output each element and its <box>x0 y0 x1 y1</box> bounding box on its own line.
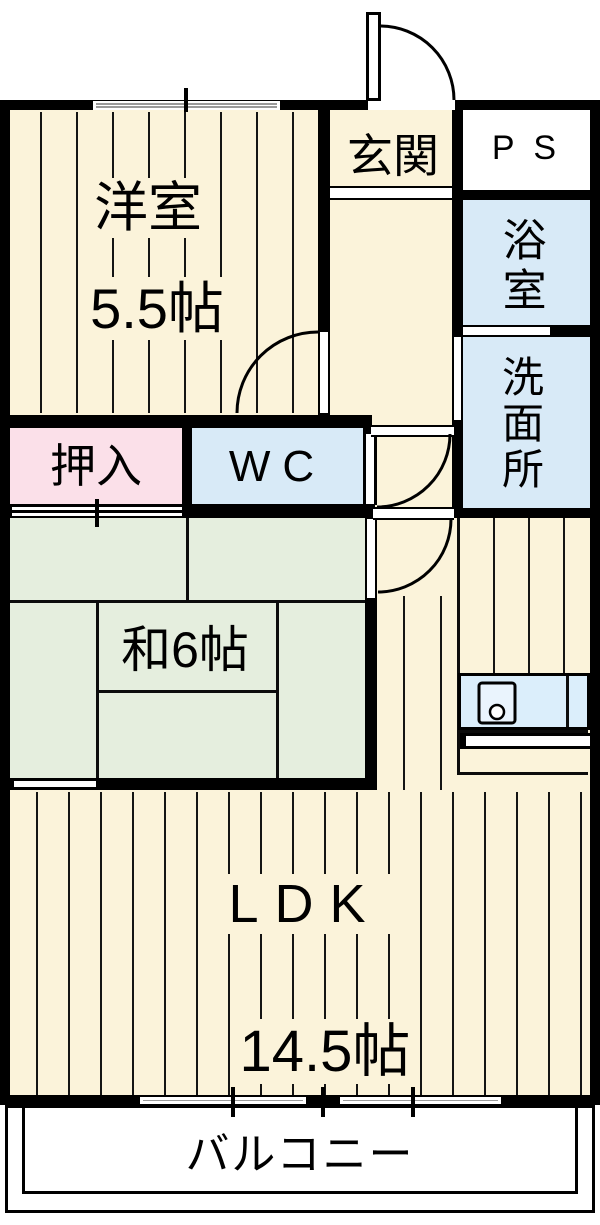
tatami-sliding-door-opening <box>14 781 96 787</box>
wall-left <box>0 100 10 1105</box>
kitchen-boundary-line <box>457 518 460 775</box>
counter-divider-line <box>566 676 569 727</box>
wall-tatami-bottom <box>10 778 377 790</box>
ldk-size: 14.5帖 <box>175 1019 475 1084</box>
bathroom-door-opening <box>463 327 550 335</box>
balcony-area <box>5 1105 595 1213</box>
bathroom-label: 浴室 <box>495 217 545 317</box>
tatami-mat-line <box>96 600 99 778</box>
balcony-inner-rail <box>22 1105 578 1194</box>
bottom-window-tick <box>321 1087 325 1117</box>
balcony-label: バルコニー <box>185 1130 415 1179</box>
washroom-door-opening <box>452 337 463 420</box>
western-room-label-text: 洋室 <box>86 178 210 238</box>
sink-drain <box>488 703 506 721</box>
hall-door-channel <box>371 425 454 437</box>
washroom-area <box>463 337 590 508</box>
wall-top-right <box>455 100 600 110</box>
tatami-mat-line <box>276 600 279 778</box>
closet-door-tick <box>95 499 99 527</box>
entrance-door-arc <box>379 24 456 101</box>
washroom-label: 洗面所 <box>496 355 544 493</box>
pipe-space-area <box>463 110 590 190</box>
kitchen-boundary-line <box>457 772 588 775</box>
western-door-opening <box>318 332 330 413</box>
toilet-door-arc <box>376 433 452 509</box>
wall-right <box>590 110 600 1105</box>
wall-washroom-bottom <box>452 508 600 518</box>
closet-label: 押入 <box>50 440 142 492</box>
wall-ps-bottom <box>452 190 600 200</box>
toilet-area <box>192 428 363 505</box>
tatami-room-label-text: 和6帖 <box>115 622 255 678</box>
wall-bath-column-lower <box>452 420 463 518</box>
bathroom-area <box>463 200 590 325</box>
western-room-size-text: 5.5帖 <box>82 277 232 340</box>
tatami-mat-line <box>96 690 279 693</box>
western-room-size: 5.5帖 <box>47 277 267 340</box>
entrance-door-leaf <box>366 12 381 101</box>
bottom-window-glass-line <box>343 1099 498 1102</box>
tatami-door-arc <box>377 518 453 594</box>
pipe-space-label: P S <box>491 129 562 167</box>
top-window-tick <box>184 88 188 112</box>
entrance-label: 玄関 <box>347 130 439 182</box>
toilet-door-opening <box>366 434 374 505</box>
wall-bath-column-upper <box>452 110 463 327</box>
bottom-window-glass-line <box>143 1099 303 1102</box>
kitchen-floor-lines <box>460 518 588 675</box>
hallway-floor-lines <box>377 596 458 790</box>
bottom-window-tick <box>231 1087 235 1117</box>
wall-western-east-upper <box>318 110 330 332</box>
tatami-door-channel <box>373 507 454 520</box>
entrance-step <box>330 186 452 200</box>
wall-toilet-west <box>182 428 192 505</box>
western-room-label: 洋室 <box>58 178 238 238</box>
western-door-arc <box>235 330 319 414</box>
toilet-label: WC <box>228 442 327 491</box>
bottom-window-tick <box>411 1087 415 1117</box>
closet-area <box>10 428 182 504</box>
ldk-label-text: LDK <box>220 874 390 934</box>
counter-front-line <box>460 730 588 733</box>
kitchen-sink <box>477 681 517 725</box>
western-room-floor-lines <box>10 112 318 413</box>
counter-hatch-opening <box>466 736 597 746</box>
tatami-door-opening <box>367 519 375 598</box>
tatami-mat-line <box>186 518 189 603</box>
wall-middle <box>0 415 372 428</box>
ldk-size-text: 14.5帖 <box>231 1019 419 1084</box>
ldk-label: LDK <box>175 874 435 934</box>
tatami-room-label: 和6帖 <box>85 622 285 678</box>
